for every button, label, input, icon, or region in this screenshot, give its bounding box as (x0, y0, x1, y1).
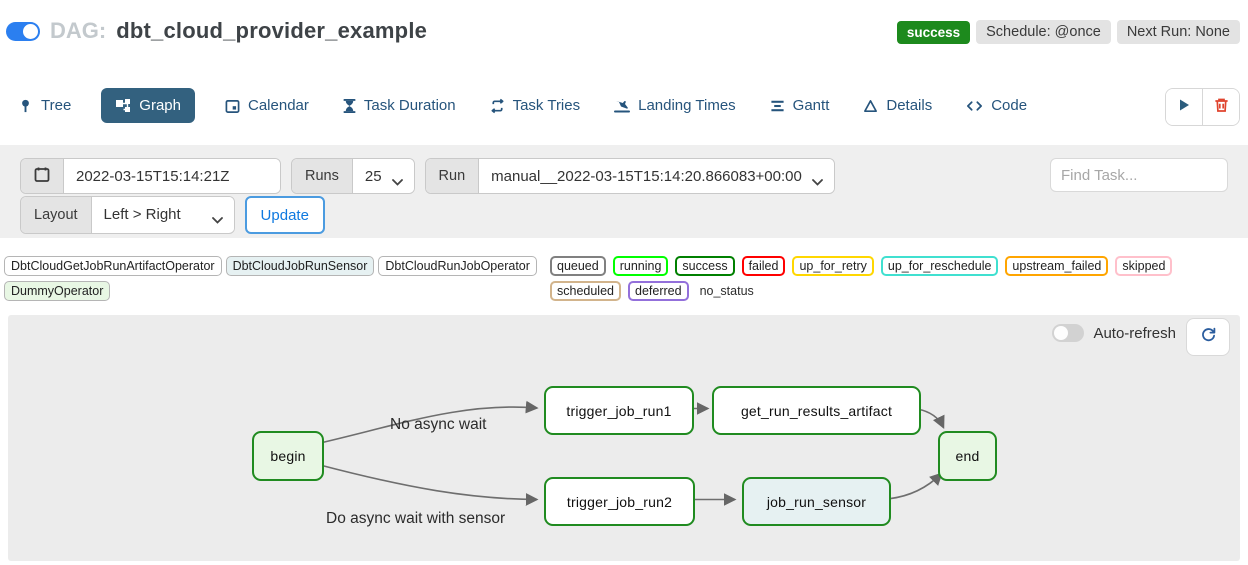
run-select-value: manual__2022-03-15T15:14:20.866083+00:00 (491, 167, 802, 185)
tab-label: Task Tries (512, 97, 581, 114)
operator-badge: DbtCloudRunJobOperator (378, 256, 537, 276)
trash-icon (1214, 97, 1229, 118)
dag-header: DAG: dbt_cloud_provider_example (6, 18, 427, 44)
update-button[interactable]: Update (244, 196, 325, 234)
toggle-knob (23, 23, 38, 39)
tab-landing-times[interactable]: Landing Times (610, 88, 740, 123)
task-node-begin[interactable]: begin (252, 431, 324, 481)
state-badge: success (675, 256, 735, 276)
runs-select[interactable]: 25 (352, 159, 414, 193)
tab-label: Calendar (248, 97, 309, 114)
code-icon (966, 98, 983, 114)
auto-refresh-toggle[interactable] (1052, 324, 1085, 342)
task-node-end[interactable]: end (938, 431, 997, 481)
tab-label: Graph (139, 97, 181, 114)
operator-badge: DummyOperator (4, 281, 111, 301)
auto-refresh-control: Auto-refresh (1052, 324, 1176, 342)
details-icon (863, 98, 878, 114)
layout-select-value: Left > Right (103, 205, 181, 223)
dag-graph-panel: begin trigger_job_run1 get_run_results_a… (8, 315, 1240, 561)
filter-row-1: Runs 25 Run manual__2022-03-15T15:14:20.… (20, 158, 835, 194)
operator-badge: DbtCloudJobRunSensor (225, 256, 375, 276)
tab-task-duration[interactable]: Task Duration (339, 88, 460, 123)
execution-date-group (20, 158, 281, 194)
dag-prefix-label: DAG: (50, 18, 107, 43)
dag-title: dbt_cloud_provider_example (116, 18, 428, 43)
chevron-down-icon (391, 173, 403, 186)
runs-group: Runs 25 (291, 158, 415, 194)
tab-label: Tree (41, 97, 72, 114)
calendar-icon (225, 98, 240, 114)
runs-select-value: 25 (364, 167, 382, 185)
tab-tree[interactable]: Tree (14, 88, 75, 123)
tab-label: Task Duration (363, 97, 456, 114)
state-legend: queued running success failed up_for_ret… (550, 256, 1244, 301)
play-icon (1177, 98, 1191, 117)
repeat-icon (490, 98, 505, 114)
tab-label: Code (991, 97, 1028, 114)
state-badge: skipped (1115, 256, 1173, 276)
tree-icon (18, 98, 33, 114)
legend: DbtCloudGetJobRunArtifactOperator DbtClo… (4, 256, 1244, 301)
delete-dag-button[interactable] (1202, 89, 1239, 125)
calendar-small-icon (34, 166, 50, 187)
auto-refresh-label: Auto-refresh (1093, 324, 1176, 342)
trigger-dag-button[interactable] (1166, 89, 1202, 125)
state-badge: queued (550, 256, 606, 276)
filter-row-2: Layout Left > Right Update (20, 196, 325, 234)
edge-label-do-async-wait: Do async wait with sensor (326, 510, 506, 527)
graph-icon (115, 98, 131, 114)
dag-action-buttons (1165, 88, 1240, 126)
chevron-down-icon (211, 211, 223, 224)
next-run-badge: Next Run: None (1116, 20, 1240, 44)
layout-group: Layout Left > Right (20, 196, 235, 234)
tab-code[interactable]: Code (962, 88, 1031, 123)
gantt-icon (770, 98, 785, 114)
filter-bar: Runs 25 Run manual__2022-03-15T15:14:20.… (0, 145, 1248, 238)
run-group: Run manual__2022-03-15T15:14:20.866083+0… (424, 158, 835, 194)
schedule-badge: Schedule: @once (976, 20, 1111, 44)
task-node-trigger-job-run1[interactable]: trigger_job_run1 (544, 386, 694, 435)
dag-pause-toggle[interactable] (6, 21, 40, 41)
runs-label: Runs (292, 159, 353, 193)
tab-label: Gantt (792, 97, 830, 114)
layout-label: Layout (21, 197, 92, 233)
operator-legend: DbtCloudGetJobRunArtifactOperator DbtClo… (4, 256, 550, 301)
task-node-trigger-job-run2[interactable]: trigger_job_run2 (544, 477, 695, 526)
state-badge: scheduled (550, 281, 621, 301)
state-badge: deferred (628, 281, 689, 301)
execution-date-input[interactable] (64, 159, 280, 193)
layout-select[interactable]: Left > Right (91, 197, 234, 231)
refresh-button[interactable] (1186, 318, 1230, 356)
state-badge: upstream_failed (1005, 256, 1109, 276)
run-label: Run (425, 159, 480, 193)
hourglass-icon (343, 98, 356, 114)
tab-label: Details (886, 97, 933, 114)
state-badge: up_for_retry (792, 256, 874, 276)
view-tabs: Tree Graph Calendar Task Duration Task T… (14, 88, 1031, 123)
tab-calendar[interactable]: Calendar (221, 88, 313, 123)
tab-graph[interactable]: Graph (101, 88, 195, 123)
tab-task-tries[interactable]: Task Tries (486, 88, 585, 123)
toggle-knob (1054, 326, 1069, 340)
tab-gantt[interactable]: Gantt (766, 88, 834, 123)
refresh-icon (1200, 326, 1217, 348)
status-badge: success (896, 20, 971, 44)
operator-badge: DbtCloudGetJobRunArtifactOperator (4, 256, 222, 276)
state-badge: running (612, 256, 669, 276)
edge-label-no-async-wait: No async wait (390, 416, 487, 433)
task-node-get-run-results-artifact[interactable]: get_run_results_artifact (712, 386, 921, 435)
tab-label: Landing Times (638, 97, 736, 114)
state-badge: up_for_reschedule (880, 256, 999, 276)
run-select[interactable]: manual__2022-03-15T15:14:20.866083+00:00 (479, 159, 834, 193)
landing-icon (614, 98, 631, 114)
datepicker-button[interactable] (21, 159, 64, 193)
state-badge: failed (741, 256, 786, 276)
tab-details[interactable]: Details (859, 88, 936, 123)
chevron-down-icon (811, 173, 823, 186)
header-badges: success Schedule: @once Next Run: None (896, 20, 1240, 44)
find-task-input[interactable] (1050, 158, 1228, 192)
task-node-job-run-sensor[interactable]: job_run_sensor (742, 477, 891, 526)
no-status-label: no_status (699, 284, 754, 298)
